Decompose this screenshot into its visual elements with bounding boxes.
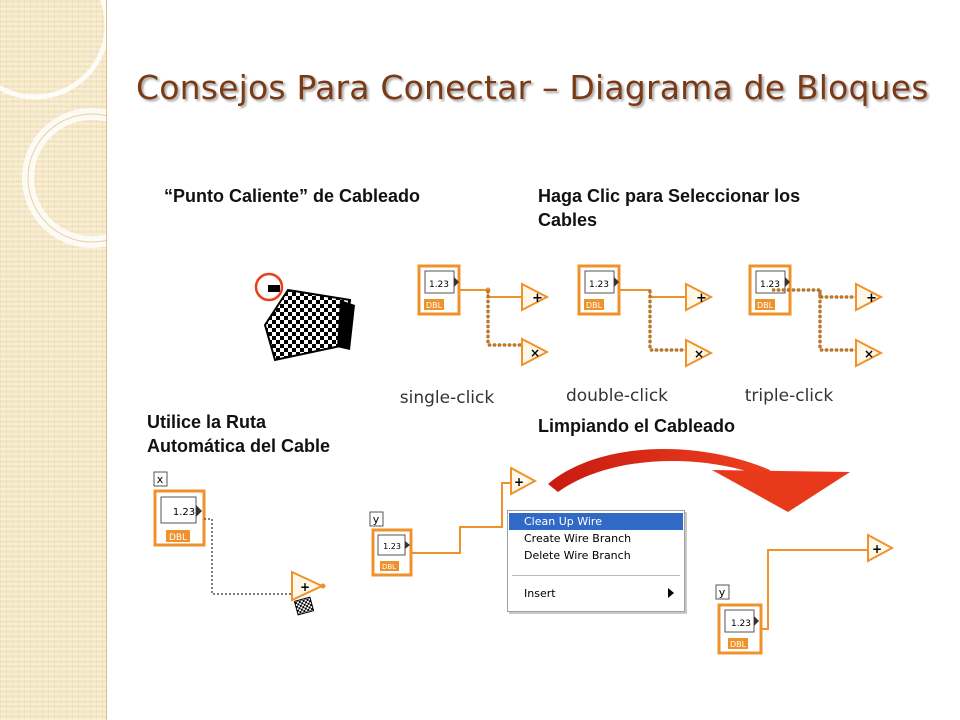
cleanup-after-example: y DBL 1.23 + [715,533,895,655]
svg-text:+: + [696,291,707,306]
svg-text:DBL: DBL [730,640,747,649]
svg-text:×: × [530,346,540,360]
wiring-spool-icon [254,272,355,362]
wire-context-menu: Clean Up Wire Create Wire Branch Delete … [507,510,685,612]
autoroute-label-line1: Utilice la Ruta [147,412,267,432]
svg-text:1.23: 1.23 [173,507,195,518]
menu-item-clean-up-wire[interactable]: Clean Up Wire [509,513,683,530]
svg-text:×: × [864,347,874,361]
select-wires-label: Haga Clic para Seleccionar los Cables [538,184,800,232]
decorative-sidebar [0,0,107,720]
svg-text:1.23: 1.23 [760,280,780,290]
wiring-spool-icon [293,596,315,616]
curved-arrow-icon [548,449,850,512]
terminal-label-y: y [373,513,380,526]
select-wires-label-line2: Cables [538,210,598,230]
autoroute-example: x DBL 1.23 + [153,471,326,616]
svg-text:1.23: 1.23 [731,619,751,629]
triple-click-caption: triple-click [745,386,834,406]
svg-text:1.23: 1.23 [589,280,609,290]
submenu-arrow-icon [668,588,674,598]
terminal-label-y: y [719,586,726,599]
select-wires-label-line1: Haga Clic para Seleccionar los [538,186,801,206]
add-node [521,282,550,312]
hotspot-label: “Punto Caliente” de Cableado [164,186,421,206]
svg-text:+: + [300,580,310,594]
autoroute-label: Utilice la Ruta Automática del Cable [147,410,330,458]
double-click-example: DBL 1.23 + × double-click [566,264,714,406]
cleanup-label: Limpiando el Cableado [538,416,736,436]
svg-text:+: + [514,475,524,489]
cleanup-before-example: y DBL 1.23 + [369,466,538,577]
svg-text:1.23: 1.23 [383,542,401,551]
svg-text:DBL: DBL [169,533,187,543]
svg-text:×: × [694,347,704,361]
svg-text:+: + [866,291,877,306]
svg-text:DBL: DBL [426,301,443,310]
single-click-caption: single-click [400,388,495,408]
multiply-node [521,337,550,367]
svg-text:DBL: DBL [586,301,603,310]
svg-text:DBL: DBL [757,301,774,310]
double-click-caption: double-click [566,386,668,406]
menu-item-create-wire-branch[interactable]: Create Wire Branch [524,532,632,545]
terminal-label-x: x [157,473,164,486]
svg-text:DBL: DBL [382,563,396,571]
autoroute-label-line2: Automática del Cable [147,436,331,456]
triple-click-example: DBL 1.23 + × triple-click [745,264,884,406]
slide-title: Consejos Para Conectar – Diagrama de Blo… [136,68,929,107]
decorative-circles [0,0,106,248]
menu-separator [512,575,680,576]
svg-text:+: + [872,542,882,556]
single-click-example: DBL 1.23 + × single-click [400,264,550,408]
svg-text:1.23: 1.23 [429,280,449,290]
menu-item-delete-wire-branch[interactable]: Delete Wire Branch [524,549,631,562]
menu-item-insert[interactable]: Insert [524,587,556,600]
svg-text:+: + [532,291,543,306]
